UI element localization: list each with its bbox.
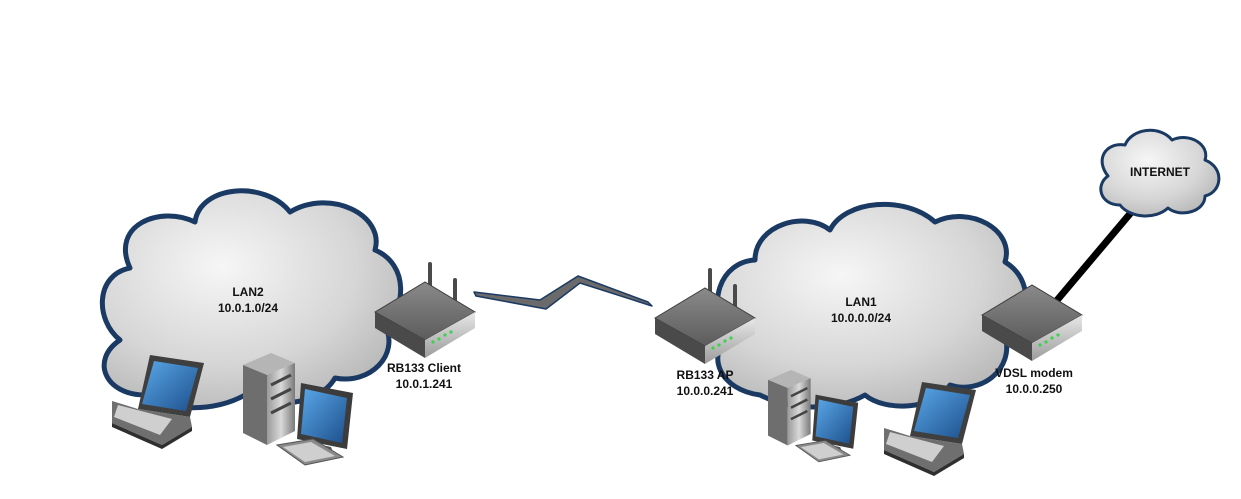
lan2-subnet-label: 10.0.1.0/24 <box>218 301 278 315</box>
lan2-name-label: LAN2 <box>232 285 264 299</box>
internet-label: INTERNET <box>1130 165 1191 179</box>
lan1-desktop-pc-icon <box>768 370 859 463</box>
vdsl-modem-ip-label: 10.0.0.250 <box>1006 382 1063 396</box>
lan1-cloud-icon <box>715 201 1029 410</box>
rb133-ap-ip-label: 10.0.0.241 <box>677 384 734 398</box>
vdsl-modem-name-label: VDSL modem <box>995 366 1073 380</box>
lan1-subnet-label: 10.0.0.0/24 <box>831 311 891 325</box>
wireless-link-icon <box>473 275 653 310</box>
rb133-client-ip-label: 10.0.1.241 <box>396 377 453 391</box>
internet-cloud-icon <box>1099 128 1221 218</box>
rb133-ap-name-label: RB133 AP <box>677 368 734 382</box>
rb133-client-router-icon <box>374 262 476 359</box>
lan1-name-label: LAN1 <box>845 295 877 309</box>
rb133-ap-router-icon <box>654 268 756 365</box>
lan2-desktop-pc-icon <box>243 353 353 466</box>
rb133-client-name-label: RB133 Client <box>387 361 461 375</box>
